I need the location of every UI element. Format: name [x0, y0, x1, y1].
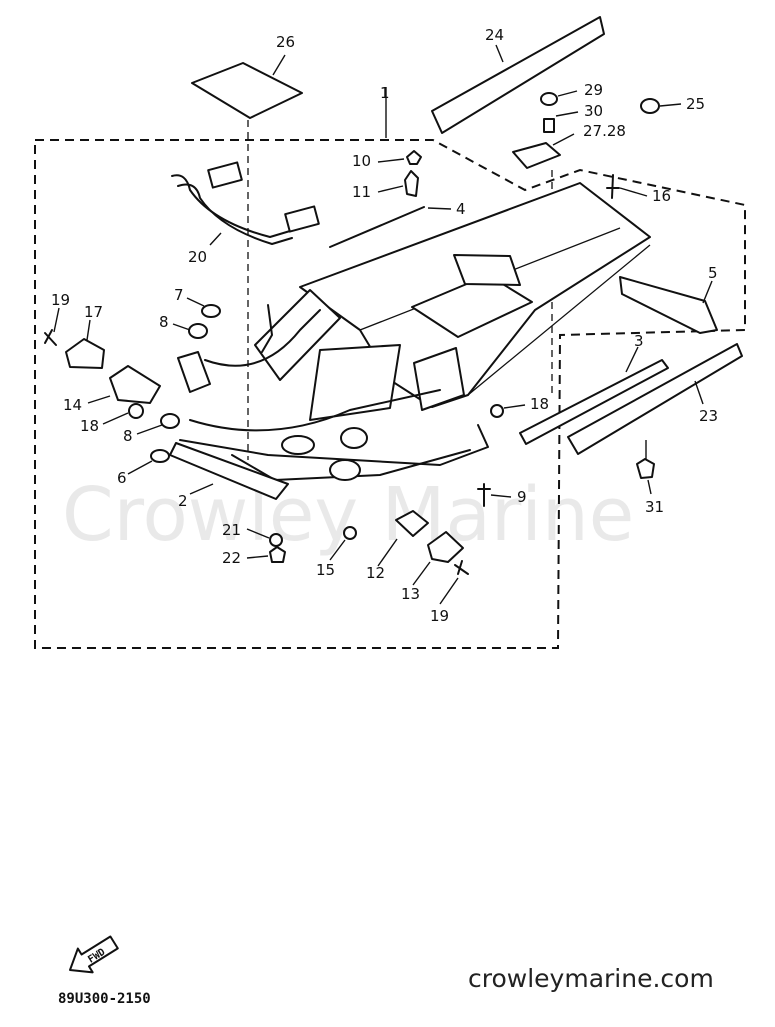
label-8a: 8 [159, 313, 169, 331]
part-15-washer[interactable] [329, 526, 357, 561]
label-25: 25 [686, 95, 705, 113]
label-1: 1 [380, 84, 390, 102]
part-13-mount[interactable] [412, 531, 464, 586]
part-18-washer-left[interactable] [102, 403, 144, 425]
watermark-text: Crowley Marine [62, 472, 634, 558]
part-17-plate[interactable] [65, 319, 105, 369]
label-8b: 8 [123, 427, 133, 445]
part-26-sheet[interactable] [191, 54, 303, 460]
part-25-cap[interactable] [640, 98, 682, 114]
part-5-bracket[interactable] [619, 276, 718, 334]
label-29: 29 [584, 81, 603, 99]
label-16: 16 [652, 187, 671, 205]
label-7: 7 [174, 286, 184, 304]
label-27-28: 27.28 [583, 122, 626, 140]
part-10-nut[interactable] [377, 150, 422, 165]
part-29-bolt[interactable] [540, 90, 578, 106]
label-19b: 19 [430, 607, 449, 625]
part-18-washer-right[interactable] [490, 404, 526, 418]
label-24: 24 [485, 26, 504, 44]
label-13: 13 [401, 585, 420, 603]
part-19-bolt-left[interactable] [44, 307, 60, 346]
label-10: 10 [352, 152, 371, 170]
part-31-nut[interactable] [636, 440, 655, 495]
part-30-collar[interactable] [543, 111, 579, 133]
part-11-bushing[interactable] [377, 170, 419, 197]
label-18a: 18 [530, 395, 549, 413]
label-22: 22 [222, 549, 241, 567]
label-20: 20 [188, 248, 207, 266]
part-1-frame[interactable] [179, 182, 651, 481]
assembly-boundary [34, 139, 746, 649]
label-5: 5 [708, 264, 718, 282]
label-31: 31 [645, 498, 664, 516]
label-3: 3 [634, 332, 644, 350]
part-8-collar-upper[interactable] [172, 323, 208, 339]
label-19a: 19 [51, 291, 70, 309]
part-3-rail[interactable] [519, 346, 669, 445]
part-21-washer[interactable] [246, 528, 283, 547]
label-18b: 18 [80, 417, 99, 435]
part-2-rail[interactable] [169, 442, 289, 500]
part-16-bolt[interactable] [606, 174, 648, 199]
part-6-bushing[interactable] [127, 449, 170, 475]
label-26: 26 [276, 33, 295, 51]
label-14: 14 [63, 396, 82, 414]
part-14-mount[interactable] [87, 365, 161, 404]
part-9-bolt[interactable] [477, 483, 512, 507]
part-4-rod[interactable] [329, 206, 452, 248]
diagram-code: 89U300-2150 [58, 991, 151, 1007]
label-15: 15 [316, 561, 335, 579]
part-24-strip[interactable] [431, 16, 605, 134]
label-11: 11 [352, 183, 371, 201]
label-2: 2 [178, 492, 188, 510]
part-7-bushing[interactable] [186, 297, 221, 318]
label-17: 17 [84, 303, 103, 321]
part-19-bolt-bottom[interactable] [439, 560, 469, 605]
part-22-nut[interactable] [246, 546, 286, 563]
label-30: 30 [584, 102, 603, 120]
label-4: 4 [456, 200, 466, 218]
part-12-plate[interactable] [377, 510, 429, 567]
part-15-shock[interactable] [177, 351, 211, 393]
part-20-handle[interactable] [171, 161, 320, 246]
label-9: 9 [517, 488, 527, 506]
label-12: 12 [366, 564, 385, 582]
label-6: 6 [117, 469, 127, 487]
label-21: 21 [222, 521, 241, 539]
label-23: 23 [699, 407, 718, 425]
fwd-arrow-icon: FWD [69, 935, 119, 974]
part-23-strip[interactable] [567, 343, 743, 455]
site-url[interactable]: crowleymarine.com [468, 964, 714, 993]
part-8-collar-lower[interactable] [136, 413, 180, 435]
